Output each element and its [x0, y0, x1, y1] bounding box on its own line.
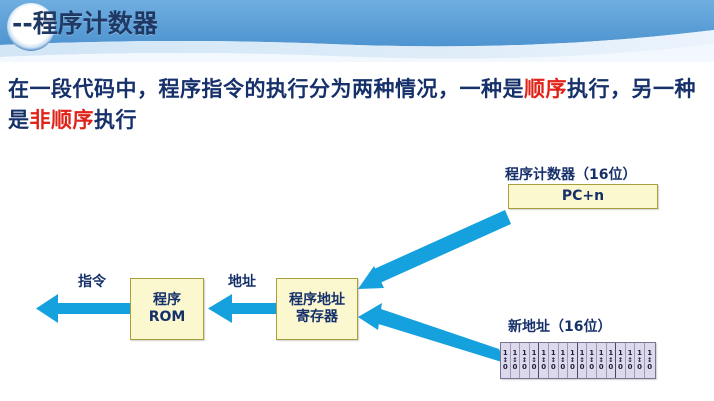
box-rom-line1: 程序	[153, 292, 181, 308]
bit-toggle-arrow-icon: ↕	[569, 356, 576, 364]
box-pc-value: PC+n	[561, 188, 605, 204]
bit-cell[interactable]: 1↕0	[558, 343, 569, 378]
bit-cell[interactable]: 1↕0	[548, 343, 559, 378]
bit-toggle-arrow-icon: ↕	[617, 356, 624, 364]
bit-toggle-arrow-icon: ↕	[607, 356, 614, 364]
body-text-segment-3: 执行	[94, 108, 137, 132]
bit-cell-bottom-value: 0	[512, 363, 518, 371]
bit-cell-top-value: 1	[512, 349, 518, 357]
bit-cell-top-value: 1	[541, 349, 547, 357]
arrow-instruction-out	[36, 294, 130, 323]
bit-cell-top-value: 1	[522, 349, 527, 357]
bit-toggle-arrow-icon: ↕	[502, 356, 509, 364]
diagram-label-instruction: 指令	[78, 274, 106, 290]
bit-cell-top-value: 1	[608, 349, 614, 357]
page-title: --程序计数器	[12, 9, 158, 38]
box-register-line1: 程序地址	[289, 292, 345, 308]
diagram-arrows	[36, 210, 511, 363]
bit-cell-top-value: 1	[637, 349, 643, 357]
bit-toggle-arrow-icon: ↕	[598, 356, 605, 364]
bit-cell-bottom-value: 0	[579, 363, 585, 371]
diagram-label-program-counter-title: 程序计数器（16位）	[505, 167, 637, 183]
body-text-highlight-1: 顺	[524, 77, 546, 101]
body-paragraph: 在一段代码中，程序指令的执行分为两种情况，一种是顺序执行，另一种是非顺序执行	[8, 74, 714, 136]
body-text-highlight-3: 非顺序	[29, 108, 94, 132]
bit-toggle-arrow-icon: ↕	[579, 356, 585, 364]
bit-cell[interactable]: 1↕0	[568, 343, 578, 378]
bit-cell-bottom-value: 0	[560, 363, 566, 371]
bit-cell[interactable]: 1↕0	[625, 343, 636, 378]
header-banner: --程序计数器	[0, 0, 714, 62]
bit-cell[interactable]: 1↕0	[606, 343, 617, 378]
diagram-block-flow: 程序 ROM 程序地址 寄存器 PC+n 指令 地址 程序计数器（16位） 新地…	[0, 160, 714, 401]
bit-cell[interactable]: 1↕0	[520, 343, 530, 378]
diagram-label-new-address-title: 新地址（16位）	[508, 319, 612, 335]
arrow-address-to-rom	[208, 294, 276, 323]
arrow-pc-to-register	[358, 210, 511, 289]
bit-cell-bottom-value: 0	[522, 363, 527, 371]
bit-cell[interactable]: 1↕0	[616, 343, 626, 378]
bit-cell[interactable]: 1↕0	[529, 343, 540, 378]
bit-cell-top-value: 1	[617, 349, 623, 357]
bit-cell-bottom-value: 0	[598, 363, 604, 371]
diagram-box-program-rom: 程序 ROM	[130, 278, 204, 340]
bit-toggle-arrow-icon: ↕	[550, 356, 557, 364]
bit-toggle-arrow-icon: ↕	[559, 356, 566, 364]
bit-toggle-arrow-icon: ↕	[646, 356, 653, 364]
bit-cell[interactable]: 1↕0	[577, 343, 588, 378]
bit-cell-top-value: 1	[560, 349, 566, 357]
bit-cell[interactable]: 1↕0	[596, 343, 607, 378]
box-register-line2: 寄存器	[296, 309, 338, 325]
bit-cell-top-value: 1	[598, 349, 604, 357]
bit-cell[interactable]: 1↕0	[644, 343, 655, 378]
bit-cell[interactable]: 1↕0	[587, 343, 597, 378]
bit-cell-bottom-value: 0	[570, 363, 575, 371]
bit-cell-top-value: 1	[579, 349, 585, 357]
bit-toggle-arrow-icon: ↕	[588, 356, 595, 364]
body-text-highlight-2: 序	[545, 77, 567, 101]
header-circle-decoration	[7, 3, 55, 51]
body-text-segment-1: 在一段代码中，程序指令的执行分为两种情况，一种是	[8, 77, 524, 101]
bit-cell-top-value: 1	[627, 349, 633, 357]
bit-toggle-arrow-icon: ↕	[521, 356, 528, 364]
bit-cell-top-value: 1	[589, 349, 595, 357]
header-banner-graphic	[0, 0, 714, 62]
bit-cell-bottom-value: 0	[637, 363, 643, 371]
bit-cell-top-value: 1	[502, 349, 508, 357]
bit-cell-bottom-value: 0	[550, 363, 556, 371]
bit-cell-bottom-value: 0	[627, 363, 633, 371]
diagram-label-address: 地址	[228, 274, 256, 290]
bit-toggle-arrow-icon: ↕	[511, 356, 518, 364]
bit-cell[interactable]: 1↕0	[510, 343, 521, 378]
bit-cell-bottom-value: 0	[502, 363, 508, 371]
bit-toggle-arrow-icon: ↕	[540, 356, 547, 364]
bit-cell-bottom-value: 0	[531, 363, 537, 371]
bit-toggle-arrow-icon: ↕	[531, 356, 538, 364]
bit-cell-bottom-value: 0	[617, 363, 623, 371]
diagram-box-program-counter: PC+n	[508, 184, 658, 209]
bit-toggle-arrow-icon: ↕	[636, 356, 643, 364]
bit-cell-top-value: 1	[550, 349, 556, 357]
bit-cell[interactable]: 1↕0	[501, 343, 511, 378]
bit-cell[interactable]: 1↕0	[539, 343, 549, 378]
bit-cell-bottom-value: 0	[647, 363, 653, 371]
body-text-segment-2: 执行，另一种是	[8, 77, 696, 132]
bit-cell-bottom-value: 0	[608, 363, 614, 371]
bit-cell-top-value: 1	[531, 349, 537, 357]
box-rom-line2: ROM	[148, 309, 186, 325]
bit-cell-top-value: 1	[647, 349, 653, 357]
arrow-newaddress-to-register	[358, 303, 505, 363]
bit-cell-bottom-value: 0	[541, 363, 547, 371]
bit-toggle-arrow-icon: ↕	[627, 356, 633, 364]
bit-cell-bottom-value: 0	[589, 363, 595, 371]
diagram-box-address-register: 程序地址 寄存器	[276, 278, 358, 340]
bit-cell[interactable]: 1↕0	[635, 343, 645, 378]
bit-cell-top-value: 1	[570, 349, 575, 357]
